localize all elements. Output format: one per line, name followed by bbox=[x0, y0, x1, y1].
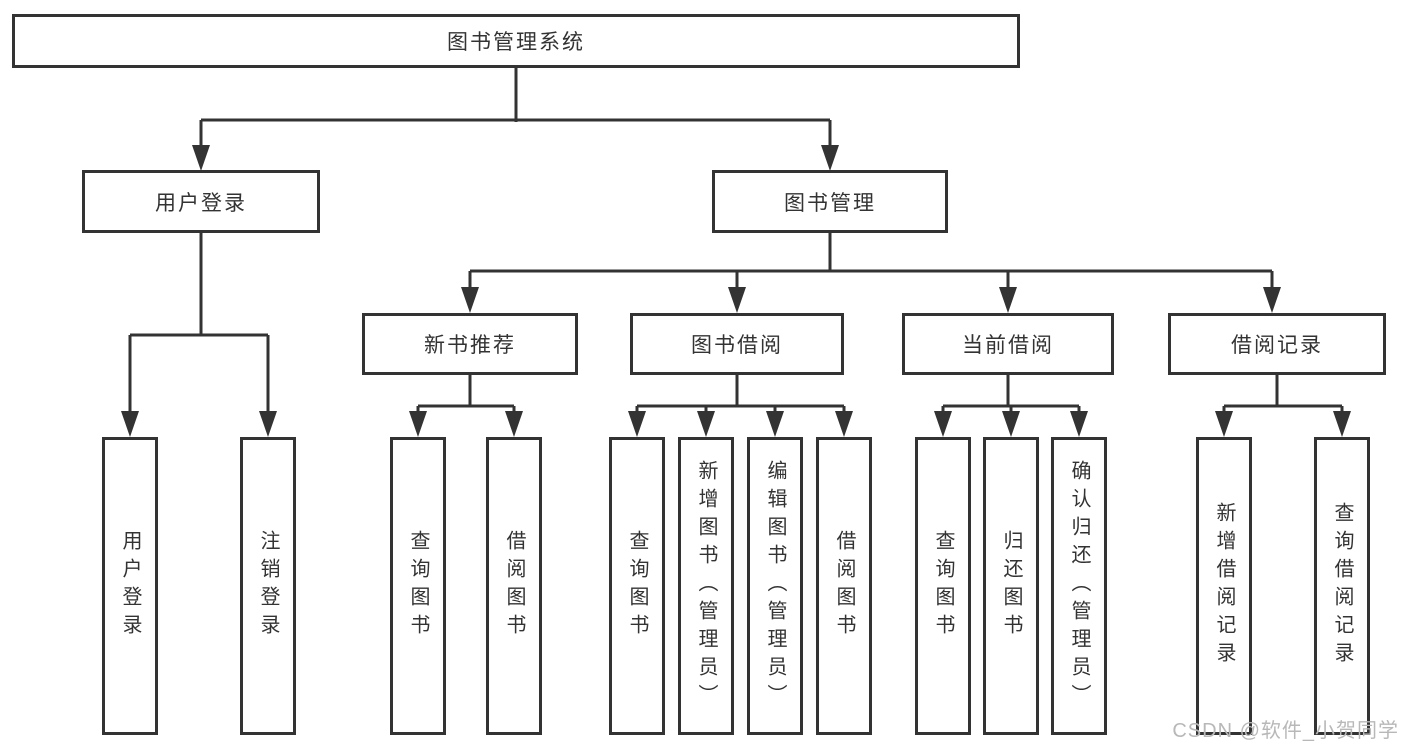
arrowhead-icon bbox=[934, 411, 952, 437]
arrowhead-icon bbox=[628, 411, 646, 437]
leaf-return-book: 归还图书 bbox=[983, 437, 1039, 735]
arrowhead-icon bbox=[1070, 411, 1088, 437]
leaf-add-borrow-record: 新增借阅记录 bbox=[1196, 437, 1252, 735]
arrowhead-icon bbox=[259, 411, 277, 437]
leaf-query-book-recommend: 查询图书 bbox=[390, 437, 446, 735]
csdn-watermark: CSDN @软件_小贺同学 bbox=[1172, 720, 1399, 742]
leaf-edit-book-admin: 编辑图书（管理员） bbox=[747, 437, 803, 735]
node-book-borrow: 图书借阅 bbox=[630, 313, 844, 375]
arrowhead-icon bbox=[728, 287, 746, 313]
node-new-book-recommend: 新书推荐 bbox=[362, 313, 578, 375]
leaf-borrow-book-recommend: 借阅图书 bbox=[486, 437, 542, 735]
leaf-query-book-current: 查询图书 bbox=[915, 437, 971, 735]
arrowhead-icon bbox=[121, 411, 139, 437]
leaf-confirm-return-admin: 确认归还（管理员） bbox=[1051, 437, 1107, 735]
node-borrow-record: 借阅记录 bbox=[1168, 313, 1386, 375]
connector-path bbox=[128, 68, 1344, 414]
arrowhead-icon bbox=[461, 287, 479, 313]
leaf-query-borrow-record: 查询借阅记录 bbox=[1314, 437, 1370, 735]
arrowhead-icon bbox=[1263, 287, 1281, 313]
arrowhead-icon bbox=[766, 411, 784, 437]
node-root: 图书管理系统 bbox=[12, 14, 1020, 68]
leaf-query-book-borrow: 查询图书 bbox=[609, 437, 665, 735]
arrowhead-icon bbox=[835, 411, 853, 437]
leaf-borrow-book: 借阅图书 bbox=[816, 437, 872, 735]
arrowhead-icon bbox=[1215, 411, 1233, 437]
arrowhead-icon bbox=[1002, 411, 1020, 437]
arrowhead-icon bbox=[505, 411, 523, 437]
arrowhead-icon bbox=[192, 145, 210, 171]
arrowhead-icon bbox=[409, 411, 427, 437]
leaf-logout: 注销登录 bbox=[240, 437, 296, 735]
node-book-management: 图书管理 bbox=[712, 170, 948, 233]
arrowhead-icon bbox=[1333, 411, 1351, 437]
arrowhead-icon bbox=[999, 287, 1017, 313]
arrowhead-icon bbox=[821, 145, 839, 171]
arrowhead-icon bbox=[697, 411, 715, 437]
node-current-borrow: 当前借阅 bbox=[902, 313, 1114, 375]
leaf-add-book-admin: 新增图书（管理员） bbox=[678, 437, 734, 735]
leaf-user-login: 用户登录 bbox=[102, 437, 158, 735]
node-user-login: 用户登录 bbox=[82, 170, 320, 233]
